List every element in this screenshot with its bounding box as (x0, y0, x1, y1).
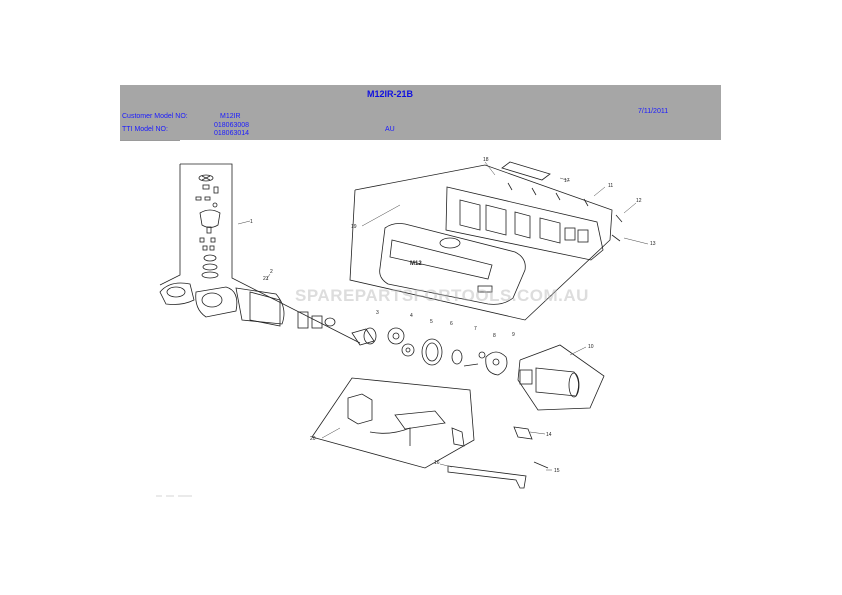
customer-model-label: Customer Model NO: (122, 113, 188, 120)
header-band (120, 85, 721, 140)
callout-9: 9 (512, 332, 515, 338)
callout-10: 10 (588, 344, 594, 350)
callout-20: 20 (310, 436, 316, 442)
motor (517, 344, 605, 411)
callout-21: 21 (263, 276, 269, 282)
tti-model-label: TTI Model NO: (122, 126, 168, 133)
clip-part (513, 426, 533, 440)
head-parts-stack (195, 174, 221, 279)
housing-screws (507, 182, 623, 242)
callout-2: 2 (270, 269, 273, 275)
callout-7: 7 (474, 326, 477, 332)
header-underline (120, 140, 180, 141)
top-plate (501, 161, 551, 181)
callout-19: 19 (351, 224, 357, 230)
housing-brand-label: M12 (410, 261, 422, 267)
housing-group-outline (349, 164, 613, 321)
rear-housing (445, 186, 604, 261)
front-housing (379, 223, 526, 305)
region-label: AU (385, 126, 395, 133)
tti-model-value-1: 018063008 (214, 122, 250, 129)
head-group-bracket (180, 163, 361, 344)
callout-16: 16 (434, 460, 440, 466)
callout-17: 17 (564, 178, 570, 184)
date-label: 7/11/2011 (638, 108, 669, 115)
callout-18: 18 (483, 157, 489, 163)
switch-assembly (311, 377, 475, 469)
callout-5: 5 (430, 319, 433, 325)
callout-1: 1 (250, 219, 253, 225)
pin-part (533, 461, 549, 469)
callout-14: 14 (546, 432, 552, 438)
callout-15: 15 (554, 468, 560, 474)
watermark-text: SPAREPARTSFORTOOLS.COM.AU (295, 286, 589, 305)
ratchet-head (159, 282, 336, 329)
callout-4: 4 (410, 313, 413, 319)
callout-13: 13 (650, 241, 656, 247)
tti-model-value-2: 018063014 (214, 130, 250, 137)
gearbox-parts (351, 327, 508, 376)
page-title: M12IR-21B (367, 89, 414, 99)
customer-model-value: M12IR (220, 113, 241, 120)
rod-part (447, 465, 527, 489)
callout-3: 3 (376, 310, 379, 316)
callout-8: 8 (493, 333, 496, 339)
callout-12: 12 (636, 198, 642, 204)
callout-6: 6 (450, 321, 453, 327)
callout-11: 11 (608, 183, 613, 189)
